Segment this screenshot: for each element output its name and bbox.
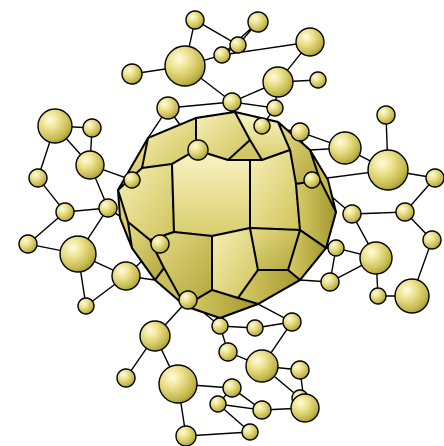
atom-sphere — [321, 273, 339, 291]
atom-sphere — [223, 93, 241, 111]
atom-sphere — [343, 205, 361, 223]
atom-sphere — [140, 321, 170, 351]
cage-face — [250, 150, 300, 230]
atom-sphere — [248, 12, 268, 32]
atom-sphere — [83, 119, 101, 137]
atom-sphere — [360, 242, 392, 274]
atom-sphere — [296, 28, 324, 56]
atom-sphere — [395, 279, 429, 313]
atom-sphere — [151, 235, 169, 253]
atom-sphere — [210, 396, 226, 412]
atom-sphere — [165, 46, 205, 86]
atom-sphere — [124, 172, 140, 188]
atom-sphere — [186, 11, 204, 29]
atom-sphere — [426, 169, 444, 187]
atom-sphere — [38, 109, 72, 143]
atom-sphere — [188, 140, 208, 160]
cage-face — [172, 150, 250, 236]
atom-sphere — [122, 64, 142, 84]
atom-sphere — [76, 151, 104, 179]
atom-sphere — [29, 169, 47, 187]
atom-sphere — [254, 118, 270, 134]
atom-sphere — [159, 365, 197, 403]
atom-sphere — [78, 298, 94, 314]
atom-sphere — [304, 172, 320, 188]
atom-sphere — [246, 350, 278, 382]
atom-sphere — [230, 37, 246, 53]
atom-sphere — [60, 236, 96, 272]
atom-sphere — [117, 369, 135, 387]
atom-sphere — [377, 106, 395, 124]
atom-sphere — [310, 72, 326, 88]
atom-sphere — [423, 231, 441, 249]
atom-sphere — [291, 361, 309, 379]
atom-sphere — [329, 132, 361, 164]
atom-sphere — [19, 235, 37, 253]
atom-sphere — [157, 97, 179, 119]
atom-sphere — [179, 291, 197, 309]
atom-sphere — [247, 320, 263, 336]
atom-sphere — [370, 288, 386, 304]
atom-sphere — [223, 379, 241, 397]
central-polyhedron — [118, 112, 336, 318]
atom-sphere — [176, 426, 196, 446]
atom-sphere — [99, 199, 117, 217]
atom-sphere — [396, 203, 414, 221]
atom-sphere — [328, 240, 344, 256]
atom-sphere — [291, 123, 309, 141]
atom-sphere — [214, 47, 230, 63]
atom-sphere — [253, 401, 271, 419]
atom-sphere — [263, 67, 293, 97]
atom-sphere — [291, 394, 319, 422]
atom-sphere — [56, 203, 74, 221]
atom-sphere — [283, 313, 301, 331]
atom-sphere — [368, 150, 408, 190]
atom-sphere — [242, 424, 258, 440]
atom-sphere — [212, 318, 228, 334]
atom-sphere — [112, 262, 140, 290]
atom-sphere — [219, 343, 237, 361]
atom-sphere — [267, 100, 283, 116]
